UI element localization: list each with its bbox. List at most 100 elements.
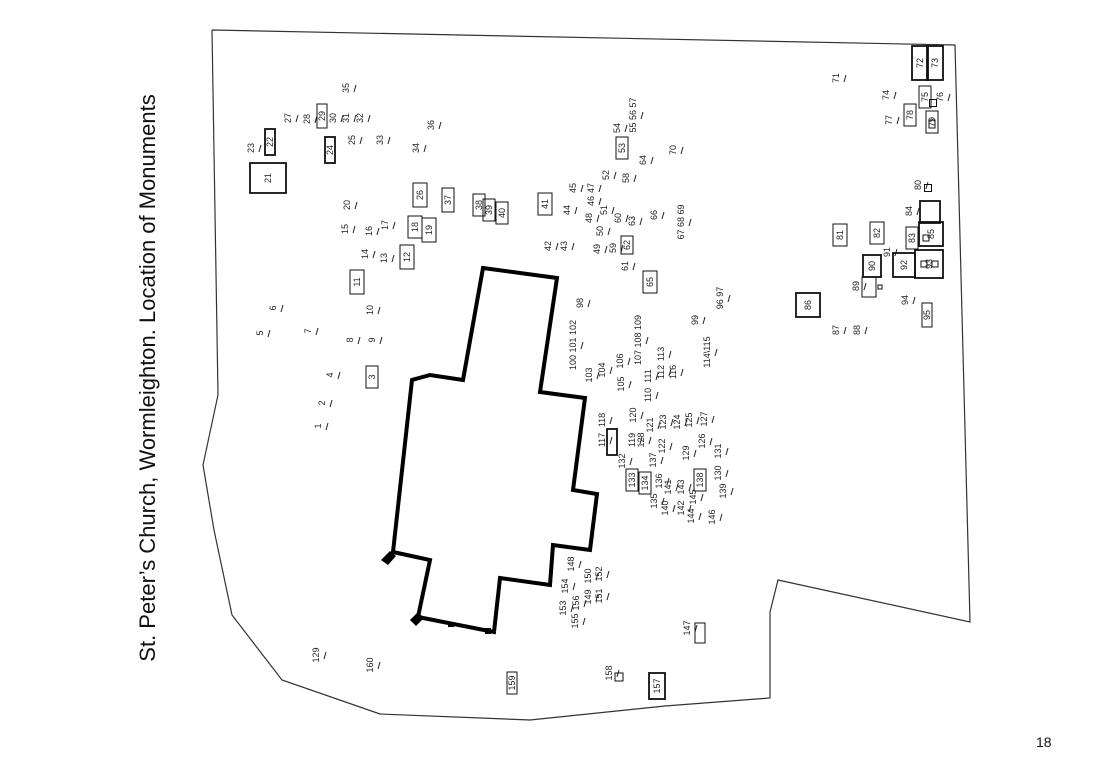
monument-label: 30 bbox=[328, 113, 338, 123]
grave-marker bbox=[572, 582, 576, 591]
monument-label: 70 bbox=[668, 145, 678, 155]
monument-label: 54 bbox=[612, 123, 622, 133]
monument-label: 96 97 bbox=[715, 287, 725, 310]
monument-label: 81 bbox=[835, 230, 845, 240]
monument-box bbox=[922, 234, 930, 242]
monument-label: 61 bbox=[620, 261, 630, 271]
monument-label: 147 bbox=[682, 620, 692, 635]
monument-label: 7 bbox=[303, 328, 313, 333]
monument-label: 138 bbox=[695, 472, 705, 487]
monument-label: 12 bbox=[402, 252, 412, 262]
monument-box bbox=[694, 622, 706, 644]
monument-label: 90 bbox=[867, 261, 877, 271]
monument-box bbox=[693, 468, 707, 492]
churchyard-boundary bbox=[202, 29, 971, 721]
monument-label: 131 bbox=[713, 443, 723, 458]
grave-marker bbox=[606, 592, 610, 601]
grave-marker bbox=[367, 114, 371, 123]
monument-box bbox=[614, 672, 624, 682]
grave-marker bbox=[555, 242, 559, 251]
monument-box bbox=[648, 672, 666, 700]
monument-label: 19 bbox=[424, 225, 434, 235]
monument-label: 133 bbox=[627, 472, 637, 487]
grave-marker bbox=[639, 436, 643, 445]
monument-label: 142 bbox=[676, 500, 686, 515]
monument-label: 88 bbox=[852, 325, 862, 335]
monument-label: 15 bbox=[340, 224, 350, 234]
monument-label: 28 bbox=[302, 114, 312, 124]
monument-label: 100 101 102 bbox=[568, 320, 578, 370]
grave-marker bbox=[670, 418, 674, 427]
grave-marker bbox=[352, 225, 356, 234]
monument-label: 160 bbox=[365, 657, 375, 672]
monument-label: 9 bbox=[367, 337, 377, 342]
grave-marker bbox=[379, 336, 383, 345]
grave-marker bbox=[583, 599, 587, 608]
grave-marker bbox=[377, 306, 381, 315]
monument-box bbox=[625, 468, 639, 492]
monument-label: 42 bbox=[543, 241, 553, 251]
monument-box bbox=[832, 223, 848, 247]
grave-marker bbox=[325, 422, 329, 431]
grave-marker bbox=[582, 617, 586, 626]
monument-label: 60 bbox=[613, 213, 623, 223]
monument-label: 140 bbox=[660, 500, 670, 515]
monument-box bbox=[472, 193, 486, 217]
grave-marker bbox=[843, 326, 847, 335]
monument-label: 134 bbox=[640, 475, 650, 490]
monument-label: 80 bbox=[913, 180, 923, 190]
monument-label: 111 bbox=[643, 369, 653, 383]
monument-label: 141 bbox=[663, 479, 673, 494]
monument-box bbox=[316, 103, 328, 129]
monument-label: 157 bbox=[652, 678, 662, 693]
church-buttress bbox=[381, 551, 396, 565]
monument-label: 83 bbox=[907, 233, 917, 243]
monument-label: 155 bbox=[570, 613, 580, 628]
grave-marker bbox=[625, 214, 629, 223]
monument-label: 39 bbox=[484, 205, 494, 215]
monument-label: 137 bbox=[648, 452, 658, 467]
grave-marker bbox=[376, 227, 380, 236]
monument-box bbox=[638, 471, 652, 495]
monument-label: 41 bbox=[540, 199, 550, 209]
grave-marker bbox=[661, 211, 665, 220]
monument-box bbox=[365, 365, 379, 389]
monument-label: 148 bbox=[566, 556, 576, 571]
grave-marker bbox=[295, 114, 299, 123]
grave-marker bbox=[668, 350, 672, 359]
monument-label: 36 bbox=[426, 120, 436, 130]
church-outline bbox=[390, 265, 600, 635]
monument-label: 67 68 69 bbox=[676, 204, 686, 239]
monument-label: 85 bbox=[926, 229, 936, 239]
grave-marker bbox=[570, 604, 574, 613]
monument-label: 37 bbox=[443, 195, 453, 205]
monument-label: 92 bbox=[899, 260, 909, 270]
monument-box bbox=[903, 103, 917, 127]
grave-marker bbox=[639, 217, 643, 226]
monument-label: 159 bbox=[507, 675, 517, 690]
monument-label: 14 bbox=[360, 249, 370, 259]
monument-label: 110 bbox=[643, 388, 653, 402]
monument-label: 55 56 57 bbox=[628, 97, 638, 132]
monument-label: 106 bbox=[615, 353, 625, 368]
monument-label: 62 bbox=[622, 240, 632, 250]
monument-box bbox=[421, 217, 437, 243]
grave-marker bbox=[912, 296, 916, 305]
monument-label: 17 bbox=[380, 220, 390, 230]
monument-label: 154 bbox=[560, 578, 570, 593]
monument-label: 149 bbox=[583, 589, 593, 604]
monument-label: 93 bbox=[924, 259, 934, 269]
monument-label: 86 bbox=[803, 300, 813, 310]
monument-label: 95 bbox=[922, 310, 932, 320]
monument-box bbox=[918, 85, 932, 109]
grave-marker bbox=[916, 207, 920, 216]
grave-marker bbox=[580, 341, 584, 350]
grave-marker bbox=[606, 570, 610, 579]
monument-label: 35 bbox=[341, 83, 351, 93]
monument-label: 156 bbox=[571, 595, 581, 610]
monument-box bbox=[606, 428, 618, 456]
grave-marker bbox=[609, 436, 613, 445]
grave-marker bbox=[609, 366, 613, 375]
monument-label: 33 bbox=[375, 135, 385, 145]
monument-box bbox=[929, 99, 937, 107]
